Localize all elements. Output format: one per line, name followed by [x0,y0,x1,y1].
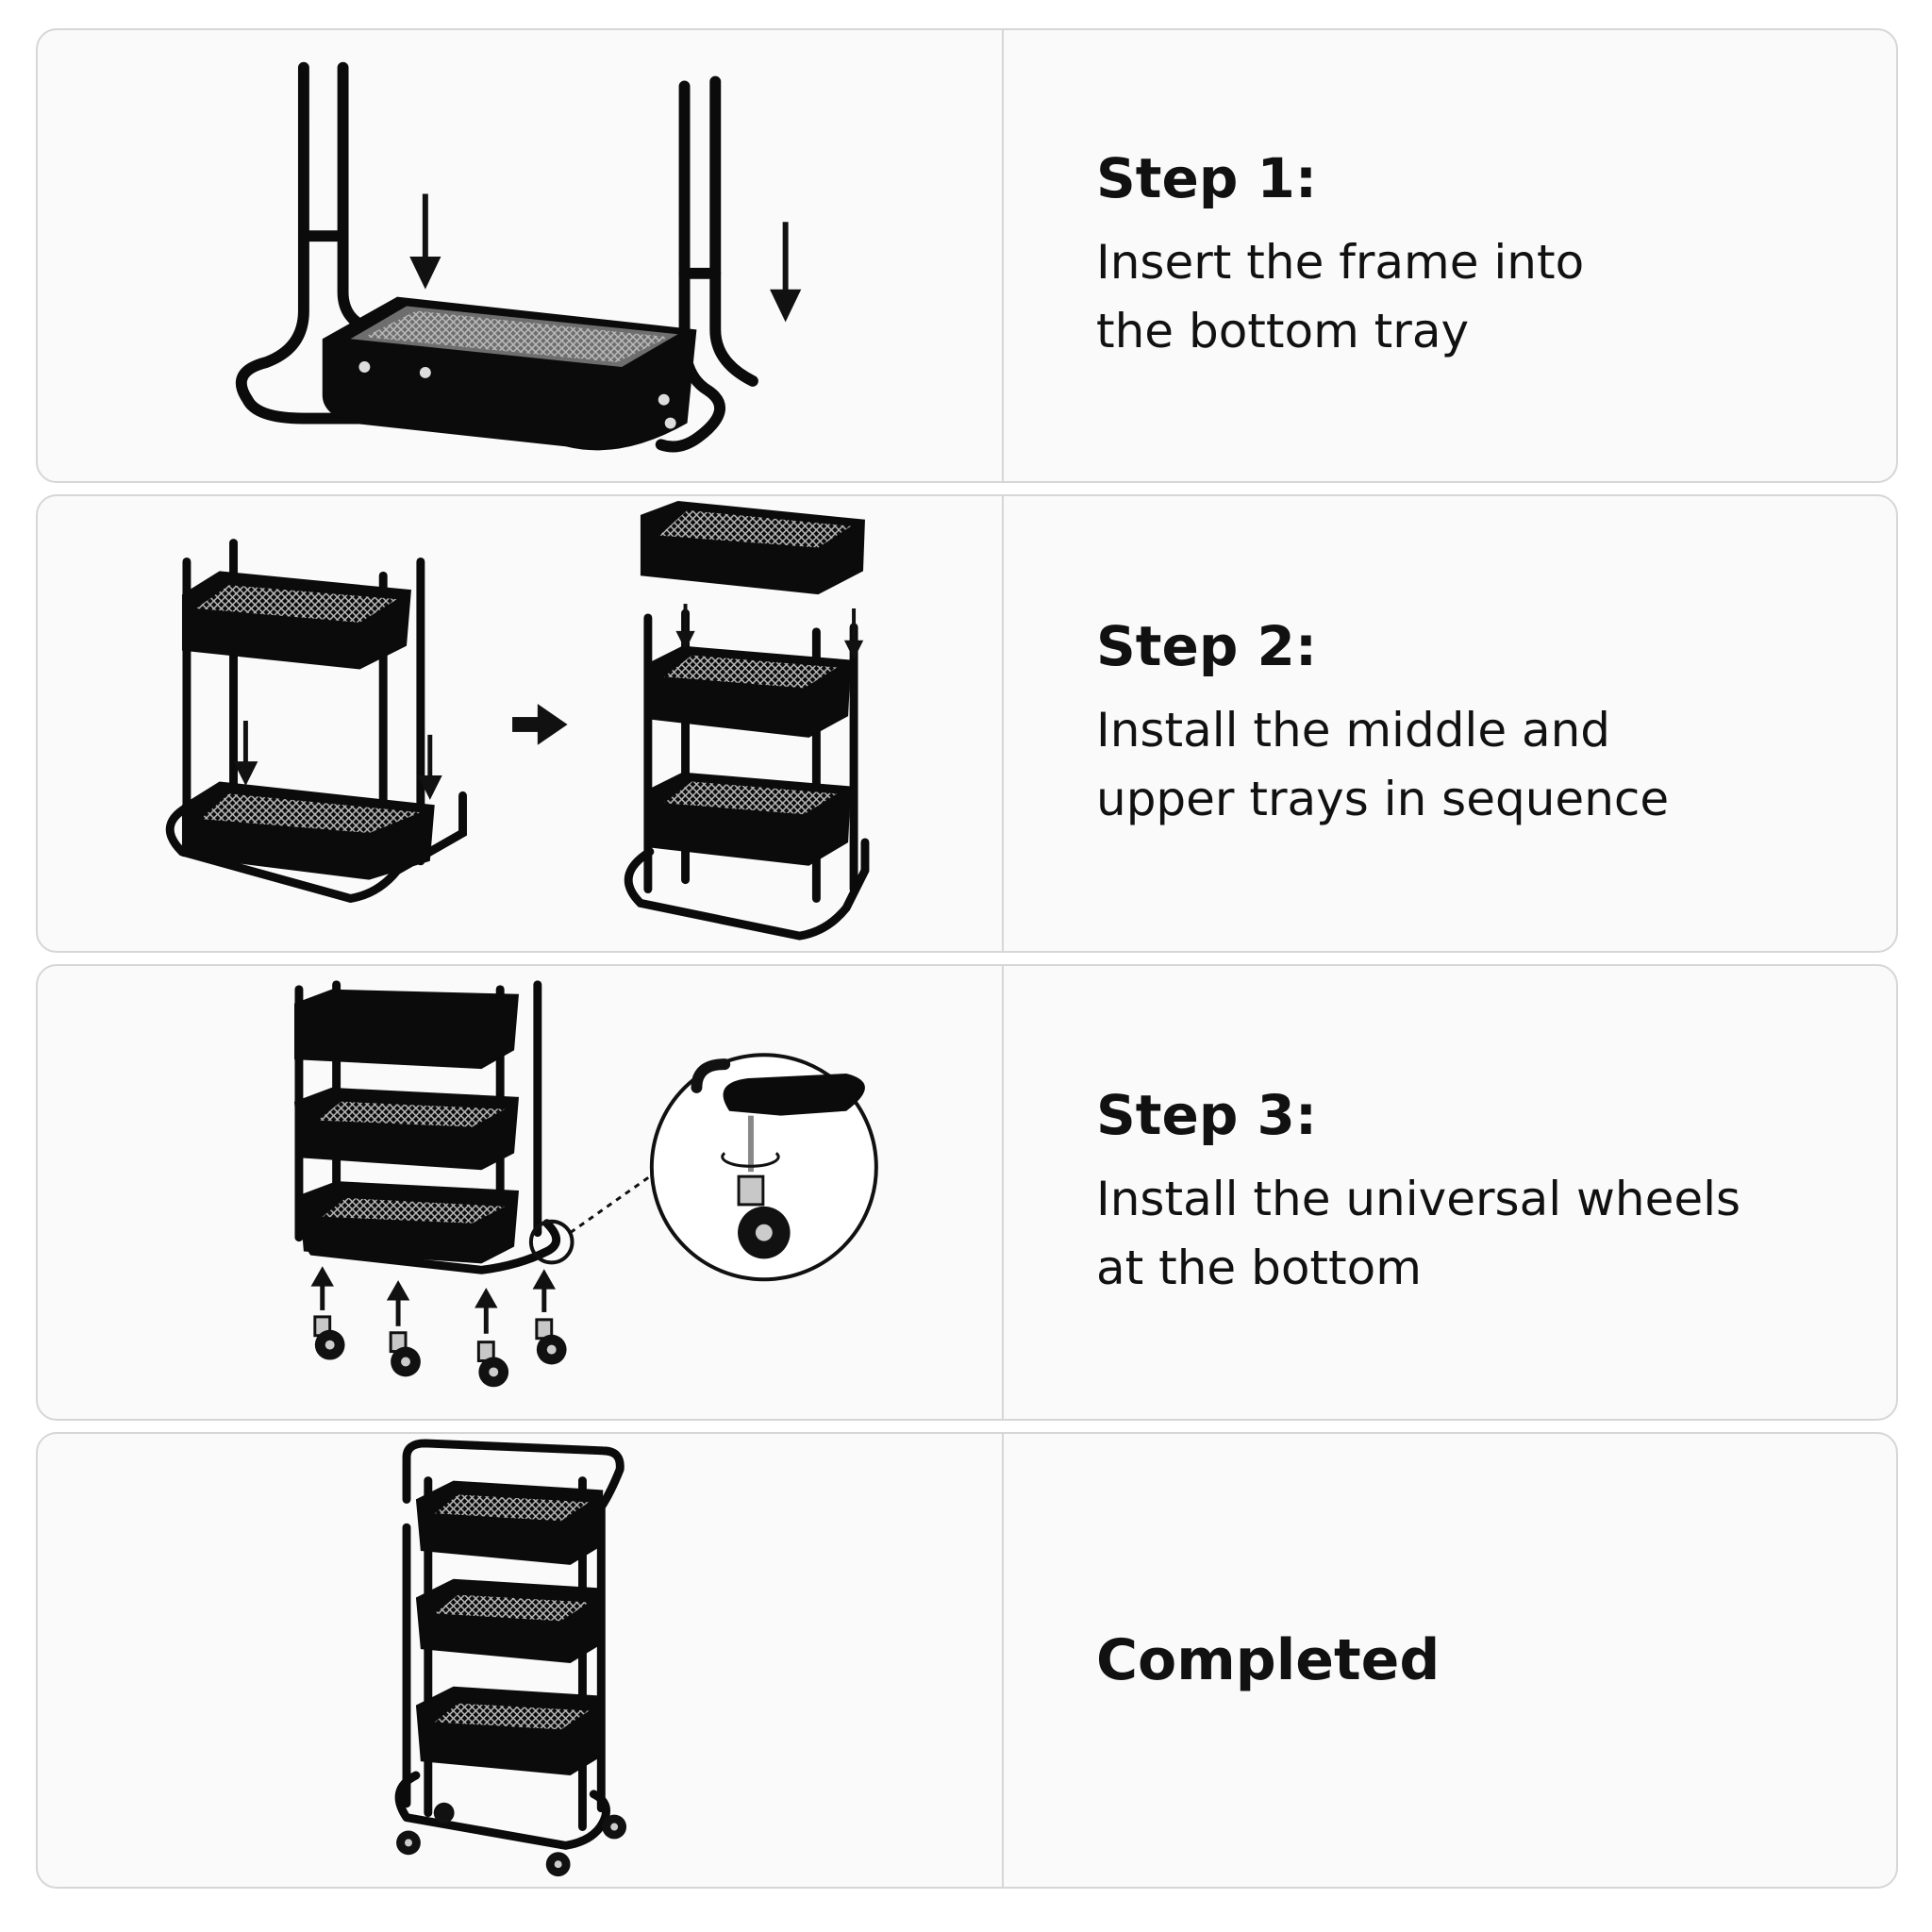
assembled-cart [394,1439,625,1850]
tray-arrows-left [233,721,442,800]
step-2-description: Install the middle and upper trays in se… [1096,703,1670,826]
cart-frame [293,980,561,1274]
completed-panel: Completed [36,1432,1898,1889]
wheel-detail-callout [528,1053,878,1282]
step-3-title: Step 3: [1096,1082,1318,1147]
handle-bar [402,1439,625,1813]
step-3-panel: Step 3: Install the universal wheels at … [36,964,1898,1421]
step-3-illustration [38,966,1002,1419]
step-2-illustration [38,496,1002,951]
step-2-text: Step 2: Install the middle and upper tra… [1096,496,1858,951]
step-3-description: Install the universal wheels at the bott… [1096,1172,1741,1295]
step-2-title: Step 2: [1096,613,1318,678]
completed-title: Completed [1096,1627,1441,1693]
caster-wheel-4 [535,1318,567,1365]
panel-divider [1002,966,1004,1419]
caster-wheel-1 [313,1315,345,1360]
panel-divider [1002,30,1004,481]
install-wheels-drawing [293,980,878,1388]
completed-illustration [38,1434,1002,1887]
step-2-panel: Step 2: Install the middle and upper tra… [36,494,1898,953]
tray-arrows-right [675,604,864,660]
panel-divider [1002,496,1004,951]
right-frame-leg-b [709,75,758,387]
frame-into-tray-drawing [235,61,802,453]
casters [310,1266,567,1388]
assembled-cart-drawing [394,1439,627,1877]
cart-two-tray [165,539,467,904]
step-1-title: Step 1: [1096,145,1318,210]
step-3-text: Step 3: Install the universal wheels at … [1096,966,1858,1419]
cart-three-tray [624,500,870,941]
step-1-description: Insert the frame into the bottom tray [1096,235,1585,358]
left-frame-leg-a [235,61,366,425]
install-trays-drawing [165,500,870,941]
caster-wheel-3 [476,1341,509,1388]
caster-wheel-2 [389,1331,421,1377]
panel-divider [1002,1434,1004,1887]
step-1-text: Step 1: Insert the frame into the bottom… [1096,30,1858,481]
assembled-cart-wheels [396,1802,627,1877]
sequence-arrow [512,704,568,745]
completed-text: Completed [1096,1434,1858,1887]
down-arrows [409,193,802,323]
step-1-illustration [38,30,1002,481]
bottom-tray [322,296,697,451]
step-1-panel: Step 1: Insert the frame into the bottom… [36,28,1898,483]
left-frame-leg-b [337,61,377,336]
